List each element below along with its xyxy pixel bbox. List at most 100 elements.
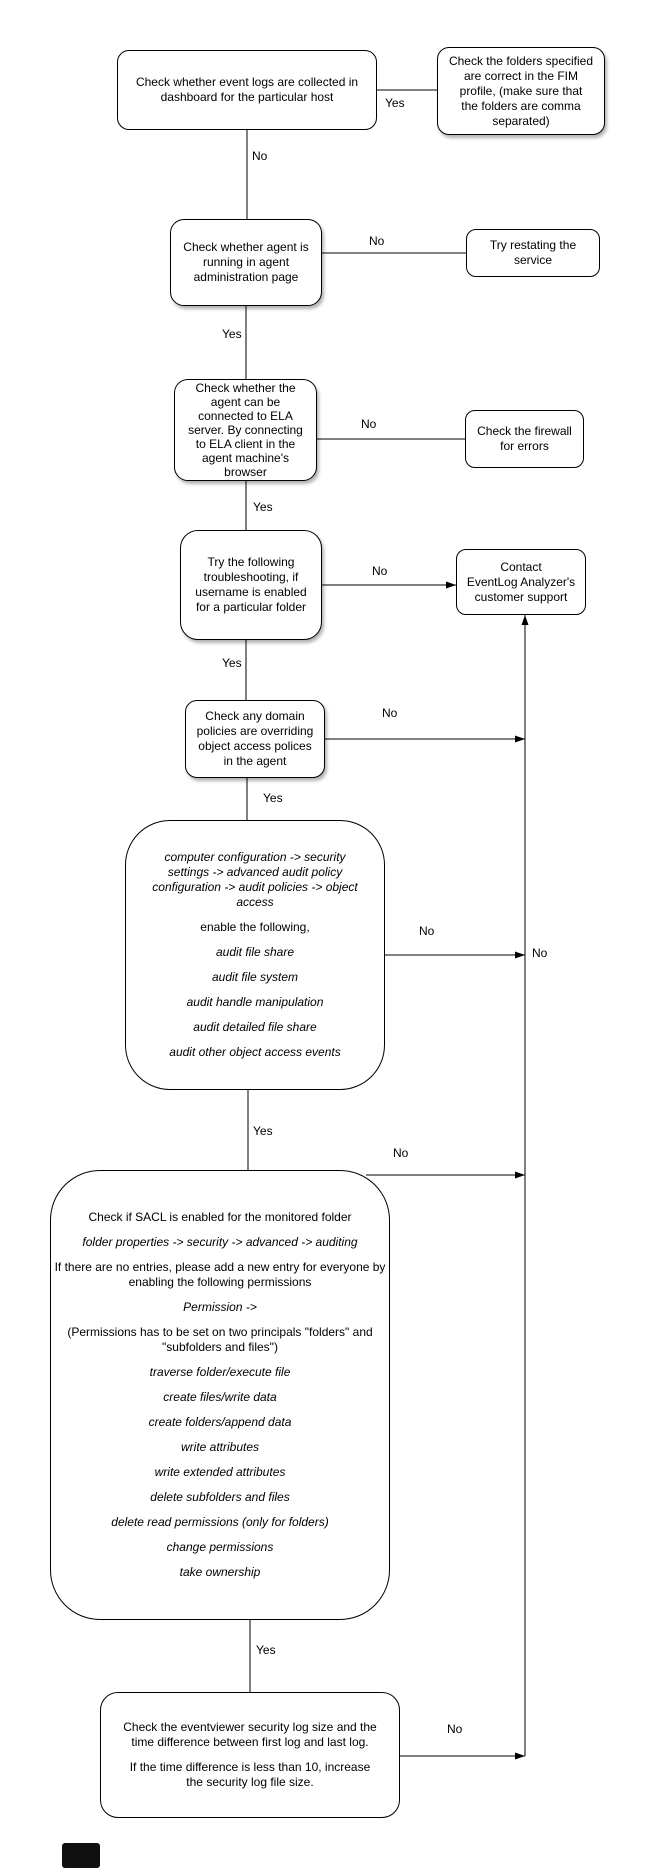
node-text-line: agent can be [210, 395, 281, 409]
node-text-line: traverse folder/execute file [149, 1365, 291, 1379]
node-text-line: profile, (make sure that [459, 83, 583, 98]
node-text-line: object access polices [198, 739, 312, 753]
node-text-line: Check the eventviewer security log size … [123, 1720, 377, 1734]
node-text-line: Check whether agent is [183, 240, 309, 254]
node-text-line: EventLog Analyzer's [466, 574, 576, 589]
node-event-logs: Check whether event logs are collected i… [117, 50, 377, 130]
edge-label-no: No [368, 234, 386, 248]
edge-label-no: No [392, 1146, 410, 1160]
paragraph: (Permissions has to be set on two princi… [67, 1325, 372, 1355]
node-text-line: enable the following, [200, 920, 310, 934]
node-text-line: username is enabled [195, 585, 307, 599]
node-text-line: enabling the following permissions [128, 1275, 312, 1289]
paragraph: delete subfolders and files [150, 1490, 289, 1505]
node-text-line: for errors [500, 439, 549, 453]
edge-label-no: No [371, 564, 389, 578]
node-firewall: Check the firewall for errors [465, 410, 584, 468]
paragraph: folder properties -> security -> advance… [82, 1235, 357, 1250]
node-text-line: settings -> advanced audit policy [167, 865, 343, 879]
node-text-line: dashboard for the particular host [160, 90, 334, 104]
paragraph: Check if SACL is enabled for the monitor… [88, 1210, 351, 1225]
node-text-line: write attributes [180, 1440, 260, 1454]
node-text-line: write extended attributes [154, 1465, 286, 1479]
node-text-line: Check the firewall [477, 424, 572, 438]
node-text-line: folder properties -> security -> advance… [82, 1235, 358, 1249]
node-text-line: Check the folders specified [448, 53, 594, 68]
node-text-line: service [513, 253, 552, 267]
edge-label-yes: Yes [252, 1124, 274, 1138]
paragraph: audit file system [212, 970, 298, 985]
edge-label-yes: Yes [221, 327, 243, 341]
edge-label-yes: Yes [384, 96, 406, 110]
node-text-line: Try restating the [489, 238, 577, 252]
node-text-line: Try the following [207, 555, 295, 569]
edge-label-no: No [381, 706, 399, 720]
node-text-line: audit other object access events [169, 1045, 341, 1059]
edge-label-no: No [531, 946, 549, 960]
node-text-line: Contact [500, 559, 542, 574]
paragraph: change permissions [167, 1540, 274, 1555]
node-text-line: Check whether event logs are collected i… [135, 75, 359, 89]
edge-label-no: No [446, 1722, 464, 1736]
node-text-line: delete read permissions (only for folder… [111, 1515, 329, 1529]
paragraph: write attributes [181, 1440, 259, 1455]
node-text-line: "subfolders and files") [162, 1340, 278, 1354]
paragraph: Permission -> [183, 1300, 257, 1315]
node-text-line: agent machine's [201, 451, 289, 465]
node-domain-policies: Check any domain policies are overriding… [185, 700, 325, 778]
node-ela-connect: Check whether the agent can be connected… [174, 379, 317, 481]
node-text-line: take ownership [179, 1565, 261, 1579]
node-text-line: audit detailed file share [193, 1020, 317, 1034]
paragraph: Check the eventviewer security log size … [123, 1720, 376, 1750]
paragraph: enable the following, [200, 920, 309, 935]
node-text-line: are correct in the FIM [463, 68, 579, 83]
node-log-size: Check the eventviewer security log size … [100, 1692, 400, 1818]
edge-label-yes: Yes [221, 656, 243, 670]
node-text-line: audit file share [215, 945, 295, 959]
node-text-line: If there are no entries, please add a ne… [54, 1260, 386, 1274]
paragraph: If the time difference is less than 10, … [130, 1760, 371, 1790]
node-text-line: Check if SACL is enabled for the monitor… [88, 1210, 352, 1224]
node-text-line: connected to ELA [198, 409, 293, 423]
paragraph: take ownership [180, 1565, 261, 1580]
edge-label-yes: Yes [252, 500, 274, 514]
paragraph: computer configuration -> security setti… [152, 850, 357, 910]
paragraph: audit detailed file share [193, 1020, 316, 1035]
node-text-line: create folders/append data [148, 1415, 292, 1429]
node-text-line: time difference between first log and la… [131, 1735, 369, 1749]
node-text-line: administration page [193, 270, 299, 284]
node-text-line: for a particular folder [195, 600, 307, 614]
node-text-line: running in agent [202, 255, 290, 269]
node-troubleshoot: Try the following troubleshooting, if us… [180, 530, 322, 640]
node-restart-service: Try restating the service [466, 229, 600, 277]
node-text-line: browser [224, 465, 267, 479]
node-fim-profile: Check the folders specified are correct … [437, 47, 605, 135]
node-audit-policy: computer configuration -> security setti… [125, 820, 385, 1090]
edge-label-yes: Yes [262, 791, 284, 805]
node-text-line: server. By connecting [188, 423, 303, 437]
node-text-line: to ELA client in the [195, 437, 296, 451]
node-text-line: If the time difference is less than 10, … [129, 1760, 371, 1774]
paragraph: create files/write data [163, 1390, 276, 1405]
edge-label-no: No [360, 417, 378, 431]
paragraph: If there are no entries, please add a ne… [55, 1260, 386, 1290]
paragraph: traverse folder/execute file [150, 1365, 291, 1380]
node-text-line: configuration -> audit policies -> objec… [152, 880, 358, 894]
node-text-line: create files/write data [163, 1390, 277, 1404]
node-text-line: in the agent [223, 754, 287, 768]
edge-label-no: No [418, 924, 436, 938]
paragraph: write extended attributes [155, 1465, 286, 1480]
node-contact-support: Contact EventLog Analyzer's customer sup… [456, 549, 586, 615]
paragraph: audit file share [216, 945, 294, 960]
edge-label-yes: Yes [255, 1643, 277, 1657]
paragraph: create folders/append data [149, 1415, 292, 1430]
node-text-line: change permissions [166, 1540, 274, 1554]
node-text-line: (Permissions has to be set on two princi… [67, 1325, 373, 1339]
cropped-dark-artifact [62, 1843, 100, 1868]
node-text-line: delete subfolders and files [150, 1490, 290, 1504]
node-text-line: troubleshooting, if [203, 570, 299, 584]
node-text-line: the security log file size. [186, 1775, 314, 1789]
node-text-line: Permission -> [183, 1300, 257, 1314]
